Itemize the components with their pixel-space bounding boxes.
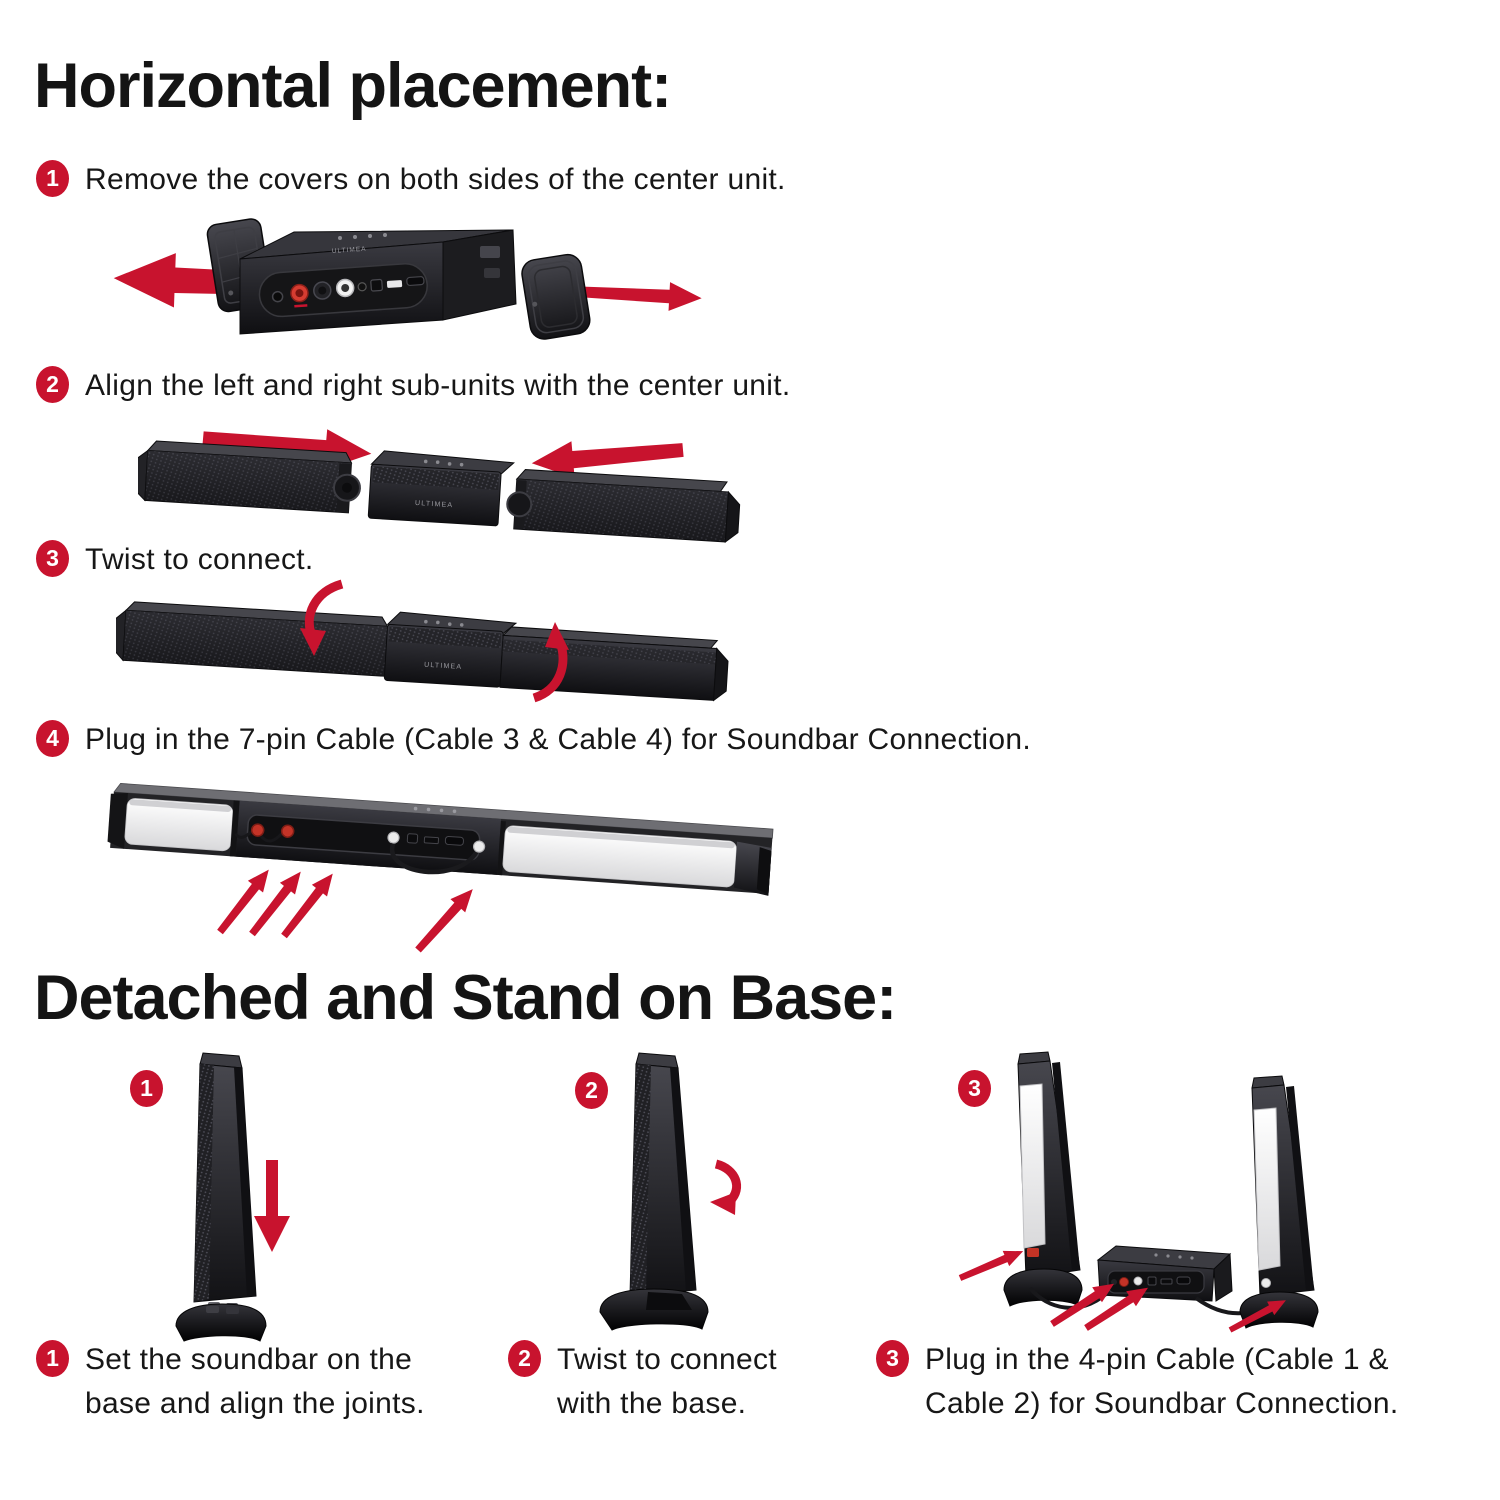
figure-set-on-base: [175, 1052, 290, 1342]
white-plug-icon: [387, 831, 400, 844]
red-plug-icon: [1119, 1277, 1129, 1287]
arrow-down-icon: [254, 1160, 290, 1252]
top-indicator-icons: [423, 459, 464, 467]
base-stand: [175, 1303, 267, 1342]
step-4-badge: 4: [36, 720, 69, 757]
top-indicator-icons: [424, 619, 464, 627]
arrow-right-icon: [582, 277, 703, 313]
center-unit: ULTIMEA: [367, 450, 515, 527]
arrow-up-right-icon: [410, 882, 481, 957]
red-din-port-icon: [290, 283, 309, 308]
cable-loop: [389, 842, 479, 875]
step-3-text: Twist to connect.: [85, 543, 314, 576]
hdmi-port-icon: [406, 276, 425, 287]
left-subunit: [138, 440, 361, 514]
right-subunit: [506, 469, 741, 543]
red-plug-icon: [280, 824, 295, 838]
step-2-text: Align the left and right sub-units with …: [85, 369, 791, 402]
twist-arrow-down-icon: [300, 579, 344, 656]
figure-remove-covers: ULTIMEA: [112, 218, 703, 340]
step-4: 4 Plug in the 7-pin Cable (Cable 3 & Cab…: [36, 720, 1031, 762]
brand-label: ULTIMEA: [332, 246, 367, 255]
caption-3-text: Plug in the 4-pin Cable (Cable 1 & Cable…: [925, 1343, 1399, 1420]
caption-1-text: Set the soundbar on the base and align t…: [85, 1343, 425, 1420]
usb-port-icon: [386, 280, 403, 288]
red-plug-icon: [250, 823, 265, 837]
right-tower: [1239, 1075, 1319, 1329]
left-tower: [1003, 1051, 1083, 1307]
arrow-up-right-icon: [212, 863, 277, 938]
white-plug-icon: [1133, 1276, 1143, 1286]
step-2-badge: 2: [36, 366, 69, 403]
step-3-badge: 3: [36, 540, 69, 577]
port-panel: [1107, 1270, 1205, 1294]
figure-plug-4pin: [956, 1051, 1319, 1337]
twist-arrow-up-icon: [532, 622, 569, 703]
soundbar-left-segment: [116, 601, 389, 677]
arrow-up-right-icon: [244, 865, 309, 940]
port-panel: [258, 263, 428, 318]
caption-2-text: Twist to connect with the base.: [557, 1343, 777, 1420]
dc-port-icon: [271, 290, 284, 303]
step-1: 1 Remove the covers on both sides of the…: [36, 160, 786, 202]
base-stand: [1239, 1291, 1319, 1329]
right-cover: [521, 253, 591, 340]
top-indicator-icons: [338, 233, 387, 240]
figure-1-badge: 1: [130, 1070, 163, 1107]
white-plug-icon: [472, 840, 486, 853]
connector-panel: [234, 814, 486, 875]
center-unit: ULTIMEA: [239, 229, 517, 335]
figure-2-badge: 2: [575, 1072, 608, 1109]
figure-3-badge: 3: [958, 1070, 991, 1107]
white-plug-icon: [1261, 1278, 1271, 1288]
step-1-text: Remove the covers on both sides of the c…: [85, 163, 786, 196]
soundbar-center-segment: ULTIMEA: [383, 611, 518, 688]
white-din-port-icon: [335, 278, 355, 298]
figure-plug-7pin: [107, 783, 774, 957]
left-light-strip: [124, 798, 234, 852]
caption-2-badge: 2: [508, 1340, 541, 1377]
figure-twist-connect: ULTIMEA: [116, 579, 729, 703]
step-3: 3 Twist to connect.: [36, 540, 314, 582]
top-indicator-icons: [413, 806, 457, 814]
black-din-port-icon: [313, 281, 332, 300]
usb-port-icon: [423, 836, 440, 845]
vertical-soundbar: [193, 1052, 257, 1312]
soundbar-right-segment: [499, 626, 729, 702]
figure-align-subunits: ULTIMEA: [138, 418, 741, 543]
optical-port-icon: [406, 833, 419, 844]
caption-2: 2 Twist to connect with the base.: [508, 1340, 848, 1425]
light-strip: [1253, 1107, 1281, 1271]
figure-twist-base: [599, 1052, 742, 1331]
twist-arrow-icon: [710, 1159, 742, 1215]
brand-label: ULTIMEA: [424, 662, 463, 671]
step-2: 2 Align the left and right sub-units wit…: [36, 366, 791, 408]
step-1-badge: 1: [36, 160, 69, 197]
vertical-soundbar-on-base: [599, 1052, 709, 1331]
brand-label: ULTIMEA: [415, 500, 454, 509]
arrow-up-right-icon: [276, 867, 341, 942]
hdmi-port-icon: [444, 835, 464, 846]
caption-1: 1 Set the soundbar on the base and align…: [36, 1340, 496, 1425]
optical-port-icon: [370, 278, 383, 292]
caption-3: 3 Plug in the 4-pin Cable (Cable 1 & Cab…: [876, 1340, 1476, 1425]
caption-3-badge: 3: [876, 1340, 909, 1377]
light-strip: [1019, 1083, 1046, 1249]
red-plug-icon: [1027, 1248, 1039, 1257]
soundbar-with-lights: [107, 783, 774, 896]
aux-port-icon: [357, 282, 367, 292]
base-stand: [1003, 1268, 1083, 1307]
step-4-text: Plug in the 7-pin Cable (Cable 3 & Cable…: [85, 723, 1031, 756]
cable-left: [1028, 1286, 1108, 1310]
heading-detached-stand-on-base: Detached and Stand on Base:: [34, 963, 897, 1033]
center-unit: [1096, 1245, 1233, 1302]
heading-horizontal-placement: Horizontal placement:: [34, 51, 672, 121]
caption-1-badge: 1: [36, 1340, 69, 1377]
